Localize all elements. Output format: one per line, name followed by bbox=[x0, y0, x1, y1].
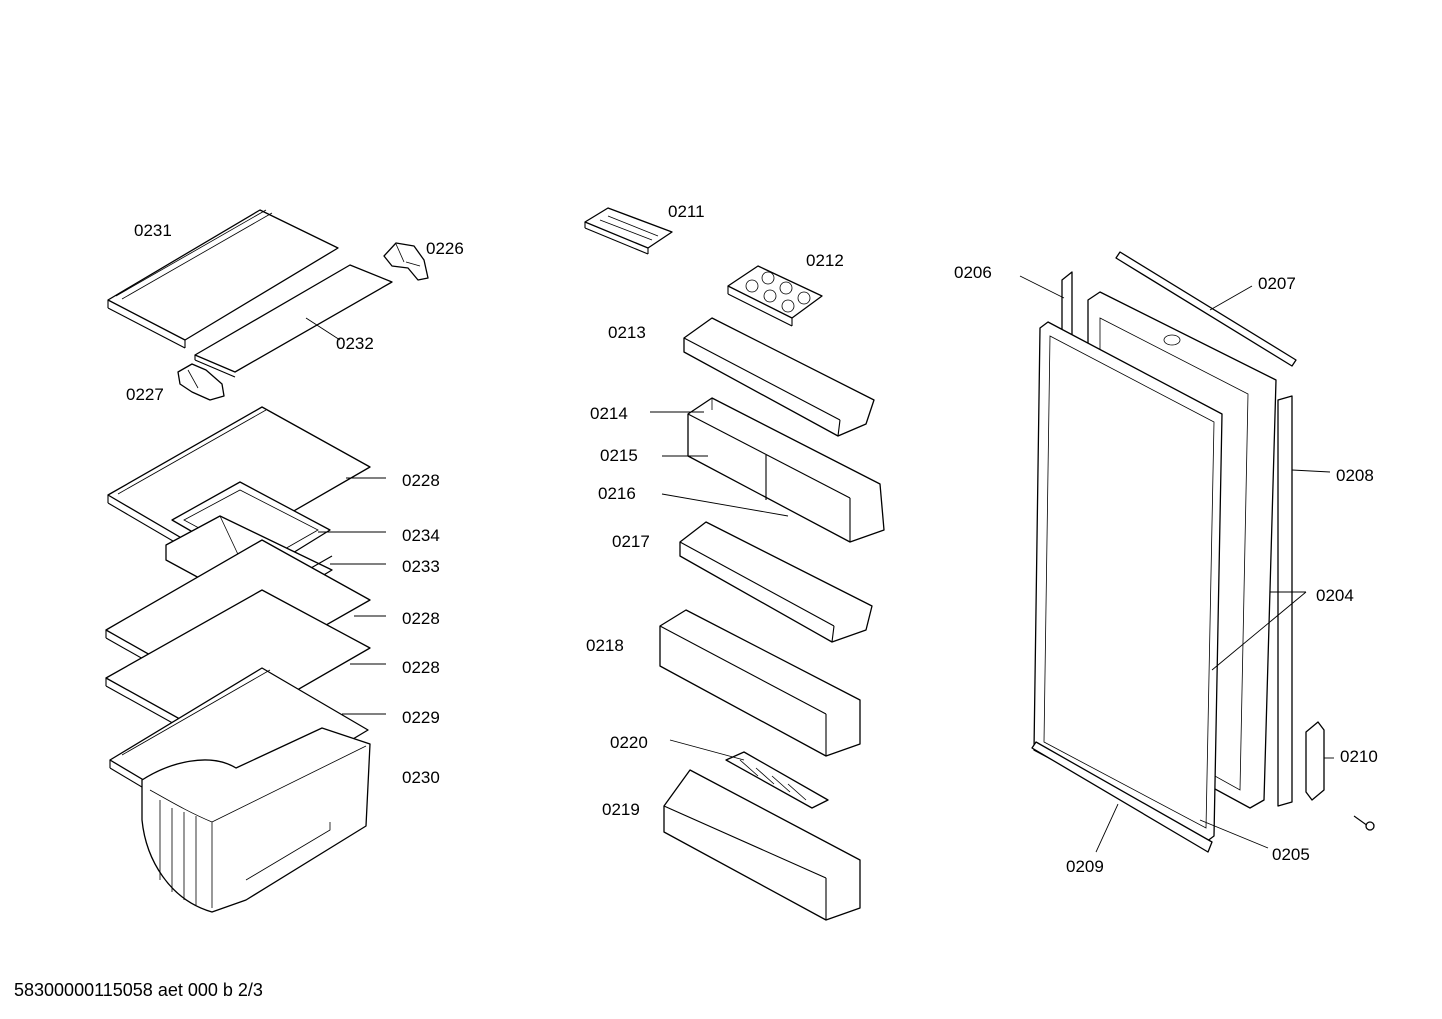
label-0206: 0206 bbox=[954, 263, 992, 282]
label-0207: 0207 bbox=[1258, 274, 1296, 293]
part-0209-bottom-rail bbox=[1031, 741, 1213, 853]
label-0205: 0205 bbox=[1272, 845, 1310, 864]
label-0215: 0215 bbox=[600, 446, 638, 465]
label-0228-a: 0228 bbox=[402, 471, 440, 490]
label-0220: 0220 bbox=[610, 733, 648, 752]
label-0231: 0231 bbox=[134, 221, 172, 240]
label-0216: 0216 bbox=[598, 484, 636, 503]
drawing-reference: 58300000115058 aet 000 b 2/3 bbox=[14, 980, 263, 1000]
part-screw bbox=[1353, 815, 1375, 831]
label-0204: 0204 bbox=[1316, 586, 1354, 605]
part-0219-door-bin bbox=[663, 769, 861, 921]
label-0213: 0213 bbox=[608, 323, 646, 342]
label-0217: 0217 bbox=[612, 532, 650, 551]
label-0208: 0208 bbox=[1336, 466, 1374, 485]
label-0233: 0233 bbox=[402, 557, 440, 576]
part-0232-glass-strip bbox=[194, 264, 393, 378]
label-0219: 0219 bbox=[602, 800, 640, 819]
label-0228-b: 0228 bbox=[402, 609, 440, 628]
part-labels: 0231 0226 0232 0227 0228 0234 0233 0228 … bbox=[126, 202, 1378, 876]
label-0229: 0229 bbox=[402, 708, 440, 727]
label-0212: 0212 bbox=[806, 251, 844, 270]
part-0205-gasket bbox=[1033, 321, 1223, 843]
part-0211-ice-tray bbox=[584, 207, 673, 255]
leader-lines bbox=[305, 261, 1334, 853]
label-0210: 0210 bbox=[1340, 747, 1378, 766]
label-0226: 0226 bbox=[426, 239, 464, 258]
part-0220-bottle-retainer bbox=[725, 751, 829, 809]
part-0217-door-bin bbox=[679, 521, 873, 643]
label-0211: 0211 bbox=[668, 202, 705, 221]
label-0228-c: 0228 bbox=[402, 658, 440, 677]
part-0230-crisper-drawer bbox=[141, 727, 371, 913]
label-0214: 0214 bbox=[590, 404, 628, 423]
part-0207-top-rail bbox=[1115, 251, 1297, 367]
part-0226-clip bbox=[383, 242, 429, 281]
part-0213-door-bin bbox=[683, 317, 875, 437]
part-0208-side-rail bbox=[1277, 395, 1293, 807]
label-0209: 0209 bbox=[1066, 857, 1104, 876]
part-0227-clip bbox=[177, 363, 225, 401]
label-0227: 0227 bbox=[126, 385, 164, 404]
label-0232: 0232 bbox=[336, 334, 374, 353]
label-0218: 0218 bbox=[586, 636, 624, 655]
part-0231-shelf bbox=[107, 209, 339, 349]
label-0234: 0234 bbox=[402, 526, 440, 545]
part-0218-door-bin bbox=[659, 609, 861, 757]
label-0230: 0230 bbox=[402, 768, 440, 787]
part-0210-bracket bbox=[1305, 721, 1325, 801]
part-0212-egg-tray bbox=[727, 265, 823, 327]
